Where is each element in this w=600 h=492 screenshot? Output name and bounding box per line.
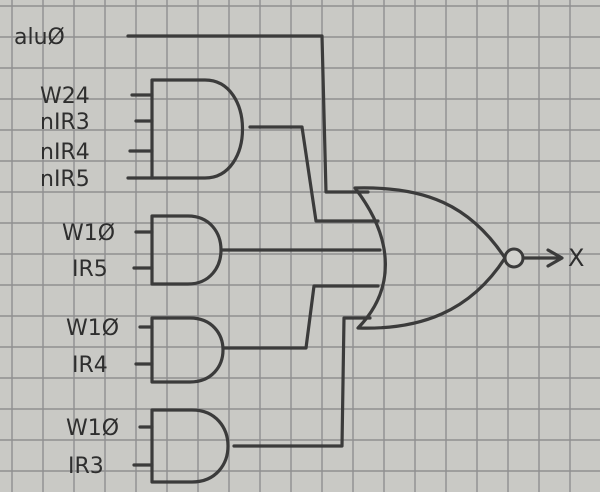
input-stubs [126, 93, 154, 467]
nor-gate-5-input [353, 186, 507, 330]
wire-and2b-to-nor [222, 284, 380, 350]
and-gate-2-input-2 [150, 316, 225, 384]
and-gate-4-input [150, 78, 244, 180]
label-w10-a: W1Ø [62, 221, 115, 246]
label-w10-b: W1Ø [66, 316, 119, 341]
nor-output-bubble [503, 247, 525, 269]
label-w24: W24 [40, 84, 90, 109]
label-nir3: nIR3 [40, 110, 90, 135]
label-alu0: aluØ [14, 25, 65, 50]
label-ir5: IR5 [72, 257, 108, 282]
wire-alu-to-nor [126, 34, 370, 194]
label-w10-c: W1Ø [66, 416, 119, 441]
label-output-x: X [568, 244, 584, 272]
and-gate-2-input-3 [150, 408, 230, 484]
and-gate-2-input-1 [150, 214, 223, 286]
label-ir4: IR4 [72, 353, 108, 378]
arrow-head [546, 248, 564, 268]
label-nir4: nIR4 [40, 140, 90, 165]
wire-and2c-to-nor [232, 316, 372, 448]
label-nir5: nIR5 [40, 167, 90, 192]
label-ir3: IR3 [68, 454, 104, 479]
wire-and4-to-nor [248, 125, 380, 223]
